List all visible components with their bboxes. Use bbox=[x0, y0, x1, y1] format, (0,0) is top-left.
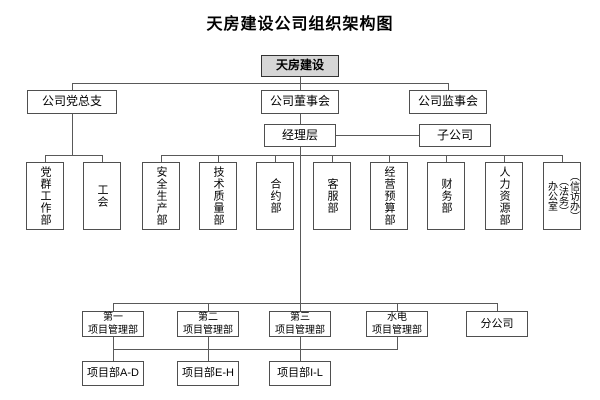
node-label: 分公司 bbox=[480, 317, 514, 330]
node-label-line2: 项目管理部 bbox=[88, 325, 138, 336]
node-management-layer: 经理层 bbox=[264, 124, 336, 147]
node-label: 经理层 bbox=[281, 127, 318, 142]
node-human-resources-dept: 人力资源部 bbox=[485, 162, 523, 230]
node-label-line1: 第二 bbox=[198, 312, 218, 323]
node-label: 项目部E-H bbox=[182, 367, 234, 380]
node-project-dept-i-l: 项目部I-L bbox=[269, 361, 331, 386]
connector-bottom-bus bbox=[113, 349, 398, 350]
connector-project3-to-bottom bbox=[300, 337, 301, 361]
connector-drop-branch-company bbox=[497, 303, 498, 312]
node-label: 天房建设 bbox=[275, 58, 324, 73]
node-operations-budget-dept: 经营预算部 bbox=[370, 162, 408, 230]
connector-party-stem bbox=[72, 114, 73, 155]
node-label: 财务部 bbox=[440, 178, 453, 214]
connector-drop-project-4 bbox=[397, 303, 398, 312]
connector-project1-to-bottom bbox=[113, 337, 114, 361]
node-party-mass-work-dept: 党群工作部 bbox=[26, 162, 64, 230]
node-label-column: （法务） bbox=[556, 176, 568, 216]
node-project-mgmt-dept-3: 第三 项目管理部 bbox=[269, 311, 331, 337]
node-label: 客服部 bbox=[326, 178, 339, 214]
connector-drop-party-dept-1 bbox=[45, 155, 46, 163]
node-project-mgmt-dept-2: 第二 项目管理部 bbox=[177, 311, 239, 337]
node-label: 合约部 bbox=[269, 178, 282, 214]
connector-drop-dept-6 bbox=[446, 155, 447, 163]
connector-drop-project-1 bbox=[113, 303, 114, 312]
node-label-line2: 项目管理部 bbox=[275, 325, 325, 336]
node-label-column: 办公室 bbox=[545, 181, 557, 211]
node-label: 经营预算部 bbox=[383, 166, 396, 226]
connector-project2-to-bottom bbox=[208, 337, 209, 361]
node-label-line2: 项目管理部 bbox=[372, 325, 422, 336]
connector-drop-dept-4 bbox=[332, 155, 333, 163]
node-branch-company: 分公司 bbox=[466, 311, 528, 337]
connector-drop-dept-3 bbox=[275, 155, 276, 163]
connector-drop-party bbox=[72, 83, 73, 91]
node-finance-dept: 财务部 bbox=[427, 162, 465, 230]
node-subsidiary-company: 子公司 bbox=[419, 124, 491, 147]
node-label: 公司监事会 bbox=[417, 94, 478, 109]
connector-managers-to-subsidiary bbox=[336, 135, 419, 136]
node-project-dept-e-h: 项目部E-H bbox=[177, 361, 239, 386]
node-label: 项目部A-D bbox=[87, 367, 139, 380]
node-project-dept-a-d: 项目部A-D bbox=[82, 361, 144, 386]
node-hydropower-project-mgmt-dept: 水电 项目管理部 bbox=[366, 311, 428, 337]
node-company-root: 天房建设 bbox=[261, 55, 339, 77]
node-label: 党群工作部 bbox=[39, 166, 52, 226]
connector-drop-dept-2 bbox=[218, 155, 219, 163]
connector-drop-dept-5 bbox=[389, 155, 390, 163]
node-label: 公司党总支 bbox=[41, 94, 102, 109]
node-safety-production-dept: 安全生产部 bbox=[142, 162, 180, 230]
node-project-mgmt-dept-1: 第一 项目管理部 bbox=[82, 311, 144, 337]
node-contract-dept: 合约部 bbox=[256, 162, 294, 230]
node-label-line1: 第三 bbox=[290, 312, 310, 323]
connector-board-to-managers bbox=[300, 114, 301, 124]
connector-drop-dept-1 bbox=[161, 155, 162, 163]
node-technical-quality-dept: 技术质量部 bbox=[199, 162, 237, 230]
node-board-of-directors: 公司董事会 bbox=[261, 90, 339, 114]
connector-managers-stem bbox=[300, 147, 301, 311]
node-label: 项目部I-L bbox=[277, 367, 323, 380]
node-label: 工会 bbox=[96, 184, 109, 208]
connector-drop-supervisory bbox=[448, 83, 449, 91]
connector-root-drop bbox=[300, 77, 301, 83]
node-labor-union: 工会 bbox=[83, 162, 121, 230]
node-label: 安全生产部 bbox=[155, 166, 168, 226]
node-label-column: （信访办） bbox=[567, 171, 579, 221]
connector-project4-riser bbox=[397, 337, 398, 349]
node-label: 子公司 bbox=[436, 127, 473, 142]
page-title: 天房建设公司组织架构图 bbox=[206, 16, 394, 33]
node-customer-service-dept: 客服部 bbox=[313, 162, 351, 230]
node-label-line1: 第一 bbox=[103, 312, 123, 323]
connector-project-bus bbox=[113, 303, 498, 304]
node-label: 人力资源部 bbox=[498, 166, 511, 226]
node-office-legal-petition: 办公室 （法务） （信访办） bbox=[543, 162, 581, 230]
connector-drop-board bbox=[300, 83, 301, 91]
connector-drop-dept-7 bbox=[504, 155, 505, 163]
connector-drop-dept-8 bbox=[562, 155, 563, 163]
node-label-line2: 项目管理部 bbox=[183, 325, 233, 336]
node-party-branch: 公司党总支 bbox=[27, 90, 117, 114]
node-label-line1: 水电 bbox=[387, 312, 407, 323]
connector-drop-party-dept-2 bbox=[102, 155, 103, 163]
connector-party-bus bbox=[45, 155, 103, 156]
node-supervisory-board: 公司监事会 bbox=[409, 90, 487, 114]
node-label: 技术质量部 bbox=[212, 166, 225, 226]
connector-dept-bus bbox=[161, 155, 563, 156]
connector-drop-project-2 bbox=[208, 303, 209, 312]
connector-level1-bus bbox=[72, 83, 449, 84]
node-label: 公司董事会 bbox=[269, 94, 330, 109]
